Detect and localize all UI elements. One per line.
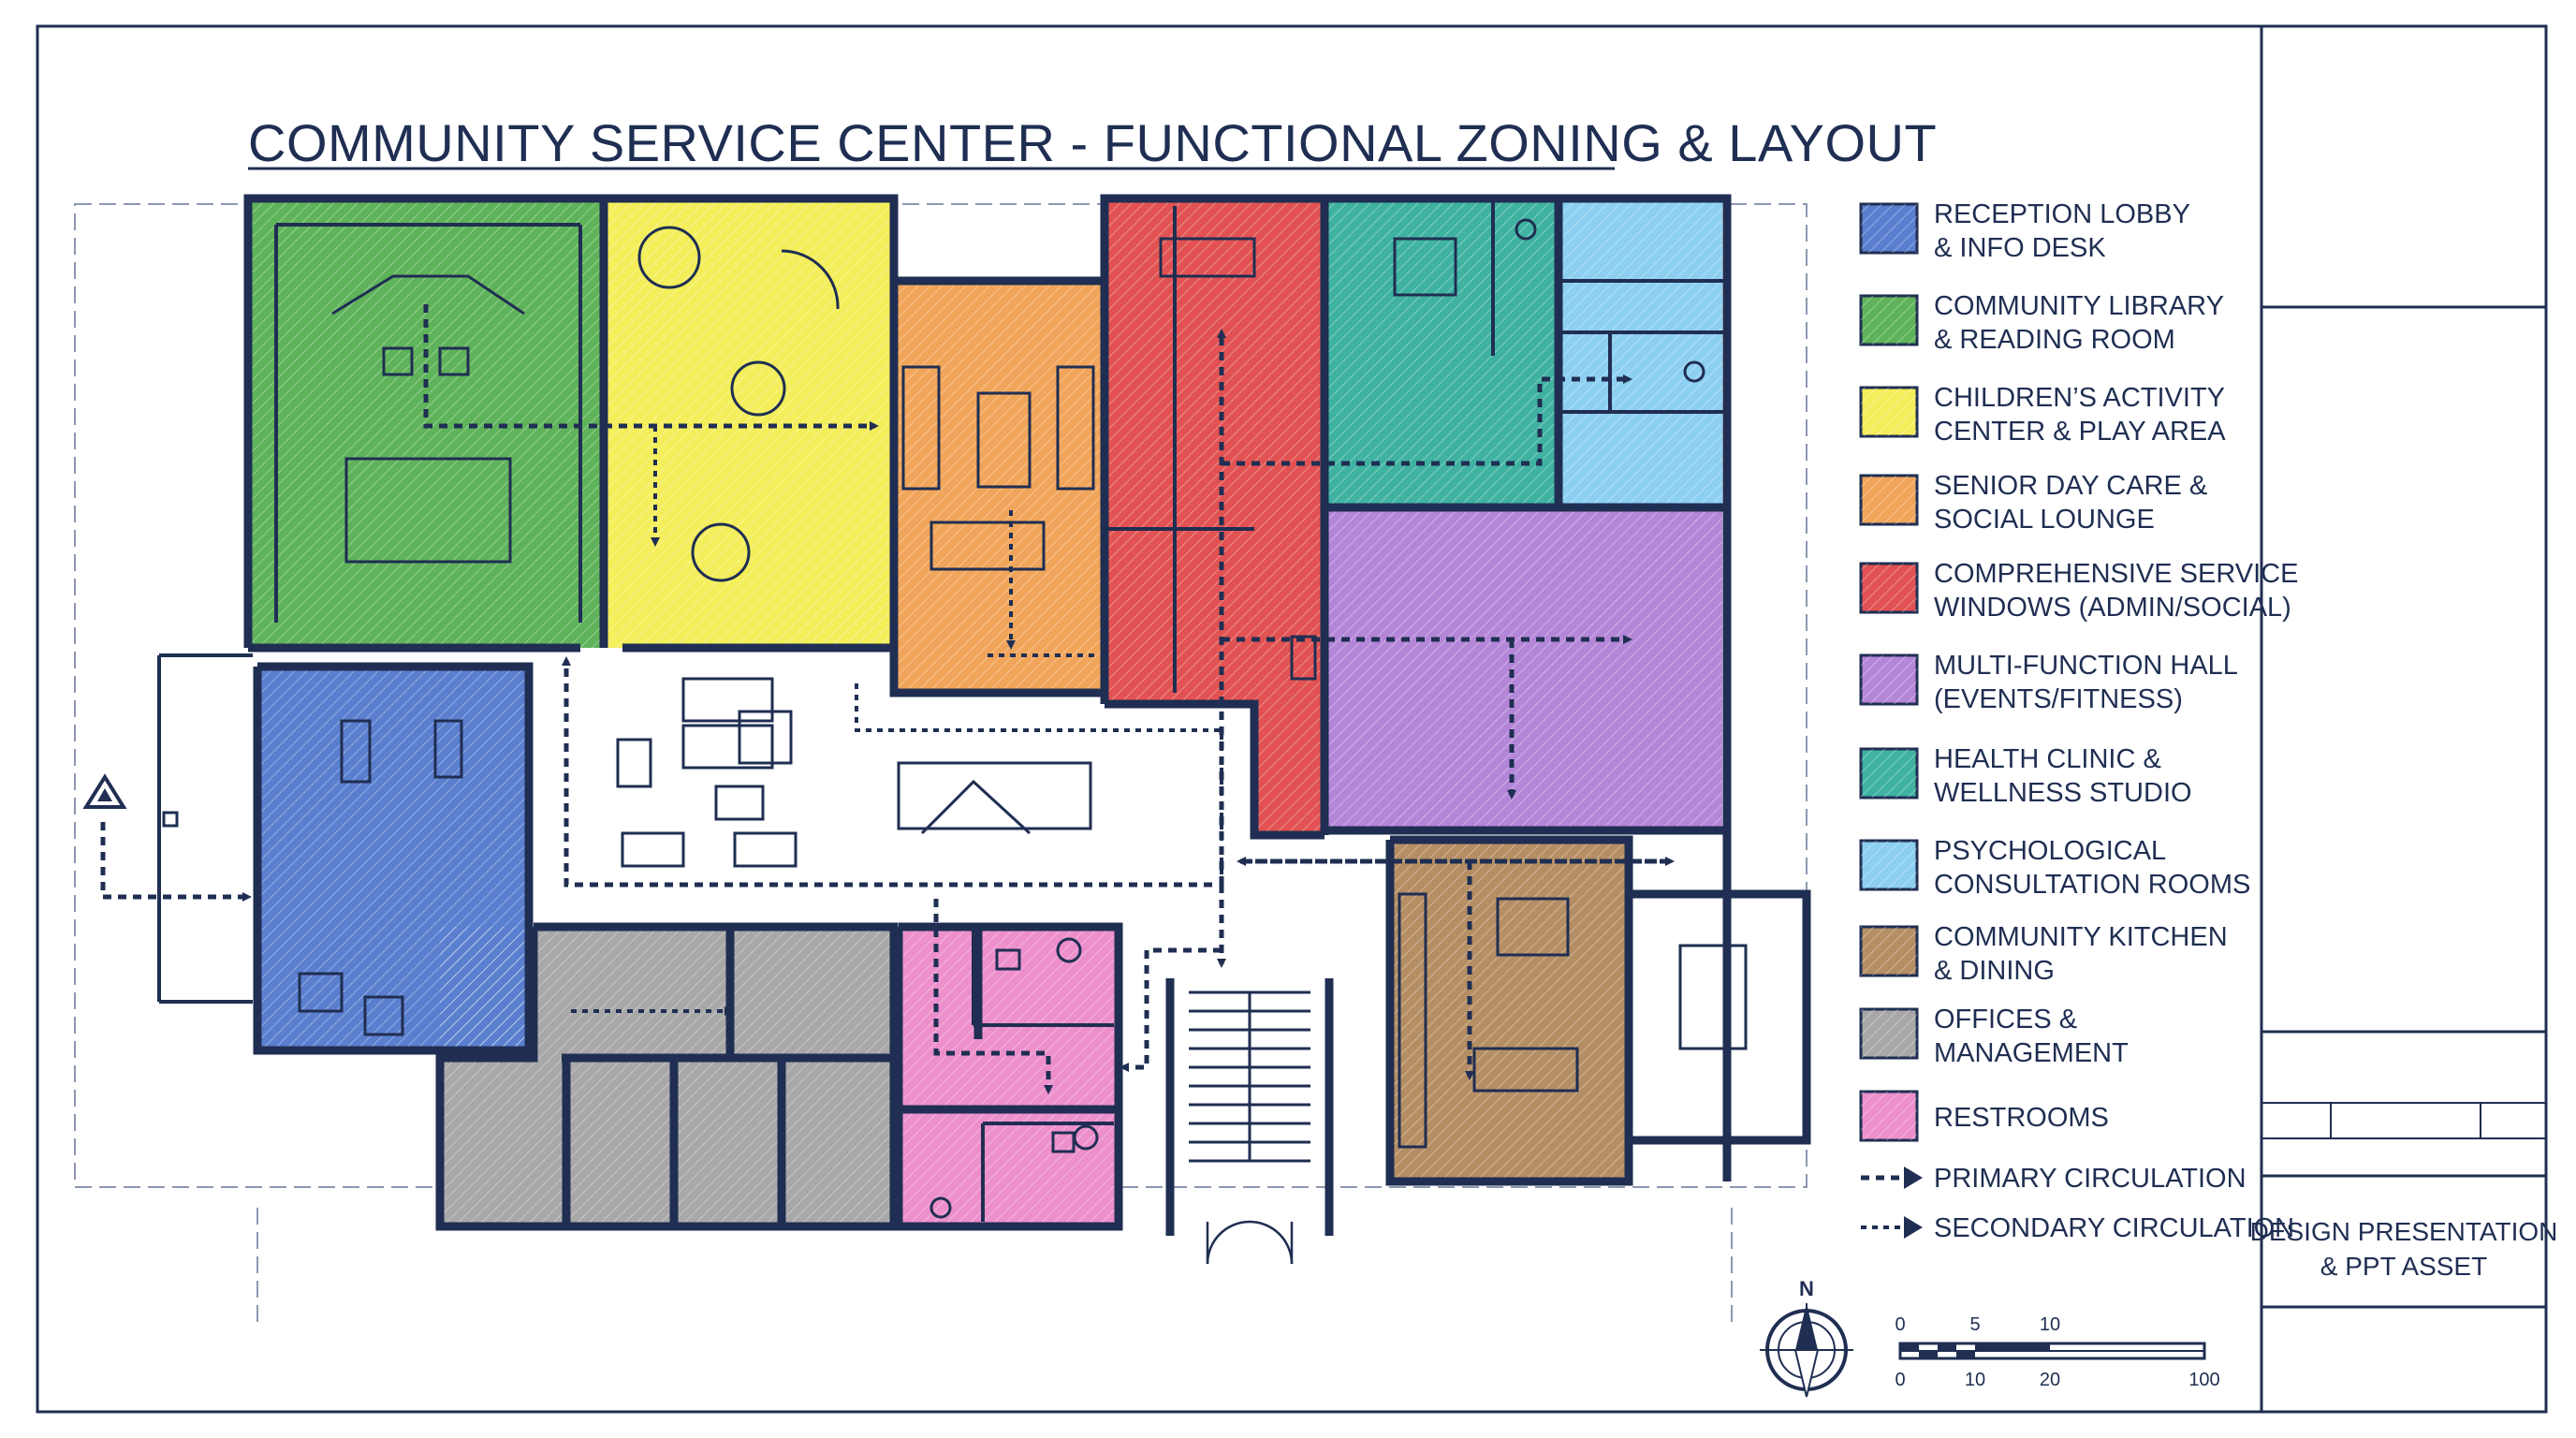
stair-entry-doors <box>1206 1220 1294 1265</box>
secondary-circulation <box>571 426 1223 1016</box>
legend-label: CONSULTATION ROOMS <box>1934 870 2250 900</box>
legend-item-hall: MULTI-FUNCTION HALL (EVENTS/FITNESS) <box>1859 651 2238 714</box>
zone-clinic-hatch <box>1325 198 1559 507</box>
legend-item-restrooms: RESTROOMS <box>1859 1090 2109 1142</box>
legend-item-children: CHILDREN’S ACTIVITY CENTER & PLAY AREA <box>1859 383 2226 447</box>
zone-psych-hatch <box>1559 198 1722 507</box>
zone-library-hatch <box>248 198 604 648</box>
legend: RECEPTION LOBBY & INFO DESK COMMUNITY LI… <box>1859 199 2298 1243</box>
zone-kitchen-hatch <box>1390 840 1629 1181</box>
scale-label-bottom: 0 <box>1895 1370 1905 1390</box>
legend-label: COMMUNITY KITCHEN <box>1934 922 2228 952</box>
scale-bar: 0 5 10 0 10 20 100 <box>1895 1314 2219 1390</box>
legend-item-service: COMPREHENSIVE SERVICE WINDOWS (ADMIN/SOC… <box>1859 559 2298 623</box>
legend-item-clinic: HEALTH CLINIC & WELLNESS STUDIO <box>1859 744 2192 808</box>
stair-treads <box>1189 990 1310 1163</box>
legend-item-primary-circulation: PRIMARY CIRCULATION <box>1861 1164 2247 1194</box>
legend-label: MANAGEMENT <box>1934 1038 2129 1068</box>
title-block-line2: & PPT ASSET <box>2320 1252 2487 1281</box>
zone-offices-hatch <box>440 927 894 1226</box>
legend-label: COMPREHENSIVE SERVICE <box>1934 559 2298 589</box>
legend-label: WELLNESS STUDIO <box>1934 778 2192 808</box>
zone-children-hatch <box>604 198 894 648</box>
north-label: N <box>1799 1277 1814 1300</box>
scale-label-top: 10 <box>2040 1314 2060 1335</box>
legend-label: SECONDARY CIRCULATION <box>1934 1213 2294 1243</box>
scale-label-bottom: 10 <box>1965 1370 1985 1390</box>
zone-service-hatch <box>1105 198 1325 704</box>
entrance-marker <box>82 773 179 828</box>
scale-label-top: 0 <box>1895 1314 1905 1335</box>
zone-service-hatch <box>1254 704 1325 835</box>
legend-item-psych: PSYCHOLOGICAL CONSULTATION ROOMS <box>1859 836 2250 900</box>
legend-label: PRIMARY CIRCULATION <box>1934 1164 2247 1194</box>
legend-label: SOCIAL LOUNGE <box>1934 505 2155 535</box>
legend-item-reception: RECEPTION LOBBY & INFO DESK <box>1859 199 2190 263</box>
legend-label: PSYCHOLOGICAL <box>1934 836 2166 866</box>
legend-item-kitchen: COMMUNITY KITCHEN & DINING <box>1859 922 2228 986</box>
zone-restrooms-hatch <box>899 927 1119 1226</box>
legend-label: HEALTH CLINIC & <box>1934 744 2161 774</box>
walls <box>243 194 1811 1236</box>
legend-item-senior: SENIOR DAY CARE & SOCIAL LOUNGE <box>1859 471 2207 535</box>
furniture <box>298 218 1748 1219</box>
legend-label: RESTROOMS <box>1934 1103 2109 1133</box>
sheet-border <box>36 24 2548 1414</box>
page-title: COMMUNITY SERVICE CENTER - FUNCTIONAL ZO… <box>248 113 1937 172</box>
legend-label: RECEPTION LOBBY <box>1934 199 2190 229</box>
legend-label: CHILDREN’S ACTIVITY <box>1934 383 2225 413</box>
legend-label: CENTER & PLAY AREA <box>1934 417 2226 447</box>
legend-label: & DINING <box>1934 956 2055 986</box>
legend-item-offices: OFFICES & MANAGEMENT <box>1859 1005 2129 1068</box>
legend-label: SENIOR DAY CARE & <box>1934 471 2207 501</box>
legend-label: COMMUNITY LIBRARY <box>1934 291 2224 321</box>
zone-hall-hatch <box>1325 507 1722 830</box>
legend-label: WINDOWS (ADMIN/SOCIAL) <box>1934 593 2291 623</box>
legend-label: (EVENTS/FITNESS) <box>1934 684 2183 714</box>
scale-label-bottom: 100 <box>2188 1370 2219 1390</box>
north-arrow: N <box>1760 1277 1853 1398</box>
legend-item-secondary-circulation: SECONDARY CIRCULATION <box>1861 1213 2294 1243</box>
legend-label: & READING ROOM <box>1934 325 2175 355</box>
legend-label: MULTI-FUNCTION HALL <box>1934 651 2238 681</box>
legend-label: & INFO DESK <box>1934 233 2106 263</box>
legend-item-library: COMMUNITY LIBRARY & READING ROOM <box>1859 291 2224 355</box>
scale-label-bottom: 20 <box>2040 1370 2060 1390</box>
legend-label: OFFICES & <box>1934 1005 2077 1034</box>
interior-walls <box>157 198 1727 1222</box>
title-block-line1: DESIGN PRESENTATION <box>2250 1217 2558 1246</box>
scale-label-top: 5 <box>1969 1314 1980 1335</box>
